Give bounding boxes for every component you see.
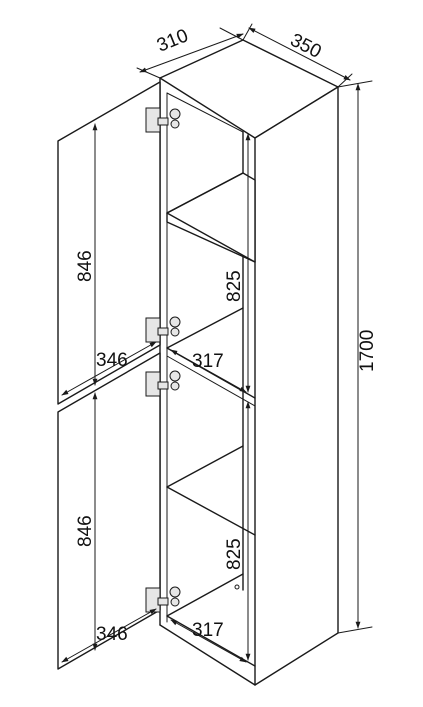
label-door-lower-width: 346: [96, 624, 128, 645]
dim-inner-upper-depth-line: [170, 349, 247, 393]
floor-hole: [234, 584, 240, 590]
dim-inner-lower-depth-line: [170, 619, 247, 663]
shelf-upper-front: [166, 212, 256, 263]
label-depth: 310: [154, 25, 191, 56]
label-door-upper-width: 346: [96, 350, 128, 371]
shelf-middle-back: [166, 307, 244, 349]
inner-top-edge: [166, 92, 244, 133]
shelf-lower-back: [166, 445, 244, 488]
dim-height-ext-top: [337, 80, 373, 88]
shelf-upper-back: [166, 172, 244, 214]
dimensions: [61, 23, 373, 663]
door-lower-panel: [57, 352, 161, 670]
label-inner-lower-depth: 317: [192, 620, 224, 641]
shelf-upper: [166, 172, 256, 263]
hinge-1: [145, 107, 181, 133]
label-inner-upper-depth: 317: [192, 351, 224, 372]
shelf-lower-front: [166, 486, 256, 536]
label-width: 350: [287, 30, 325, 63]
dim-door-upper-width-line: [61, 341, 157, 396]
door-upper-thickness: [57, 137, 64, 142]
cabinet-body: [159, 39, 339, 686]
door-upper: [57, 81, 161, 405]
dim-height-ext-bottom: [337, 626, 373, 634]
door-lower: [57, 352, 161, 670]
label-door-lower-height: 846: [75, 515, 96, 547]
hinge-3: [145, 370, 181, 397]
hinge-2: [145, 316, 181, 343]
dim-width-line: [248, 27, 351, 81]
dim-depth-ext-left: [136, 67, 161, 79]
dim-depth-line: [139, 33, 244, 73]
cabinet-side-face: [254, 86, 339, 686]
dim-width-ext-left: [242, 23, 253, 41]
label-height-total: 1700: [357, 330, 378, 372]
hinge-4: [145, 586, 181, 613]
label-door-upper-height: 846: [75, 250, 96, 282]
label-shelf-upper-height: 825: [224, 270, 245, 302]
shelf-bottom-back: [166, 573, 244, 617]
dim-door-lower-width-line: [61, 608, 157, 663]
dimension-labels: 310 350 1700 846 846 346 346 825 825 317…: [75, 25, 378, 645]
door-upper-panel: [57, 81, 161, 405]
label-shelf-lower-height: 825: [224, 538, 245, 570]
